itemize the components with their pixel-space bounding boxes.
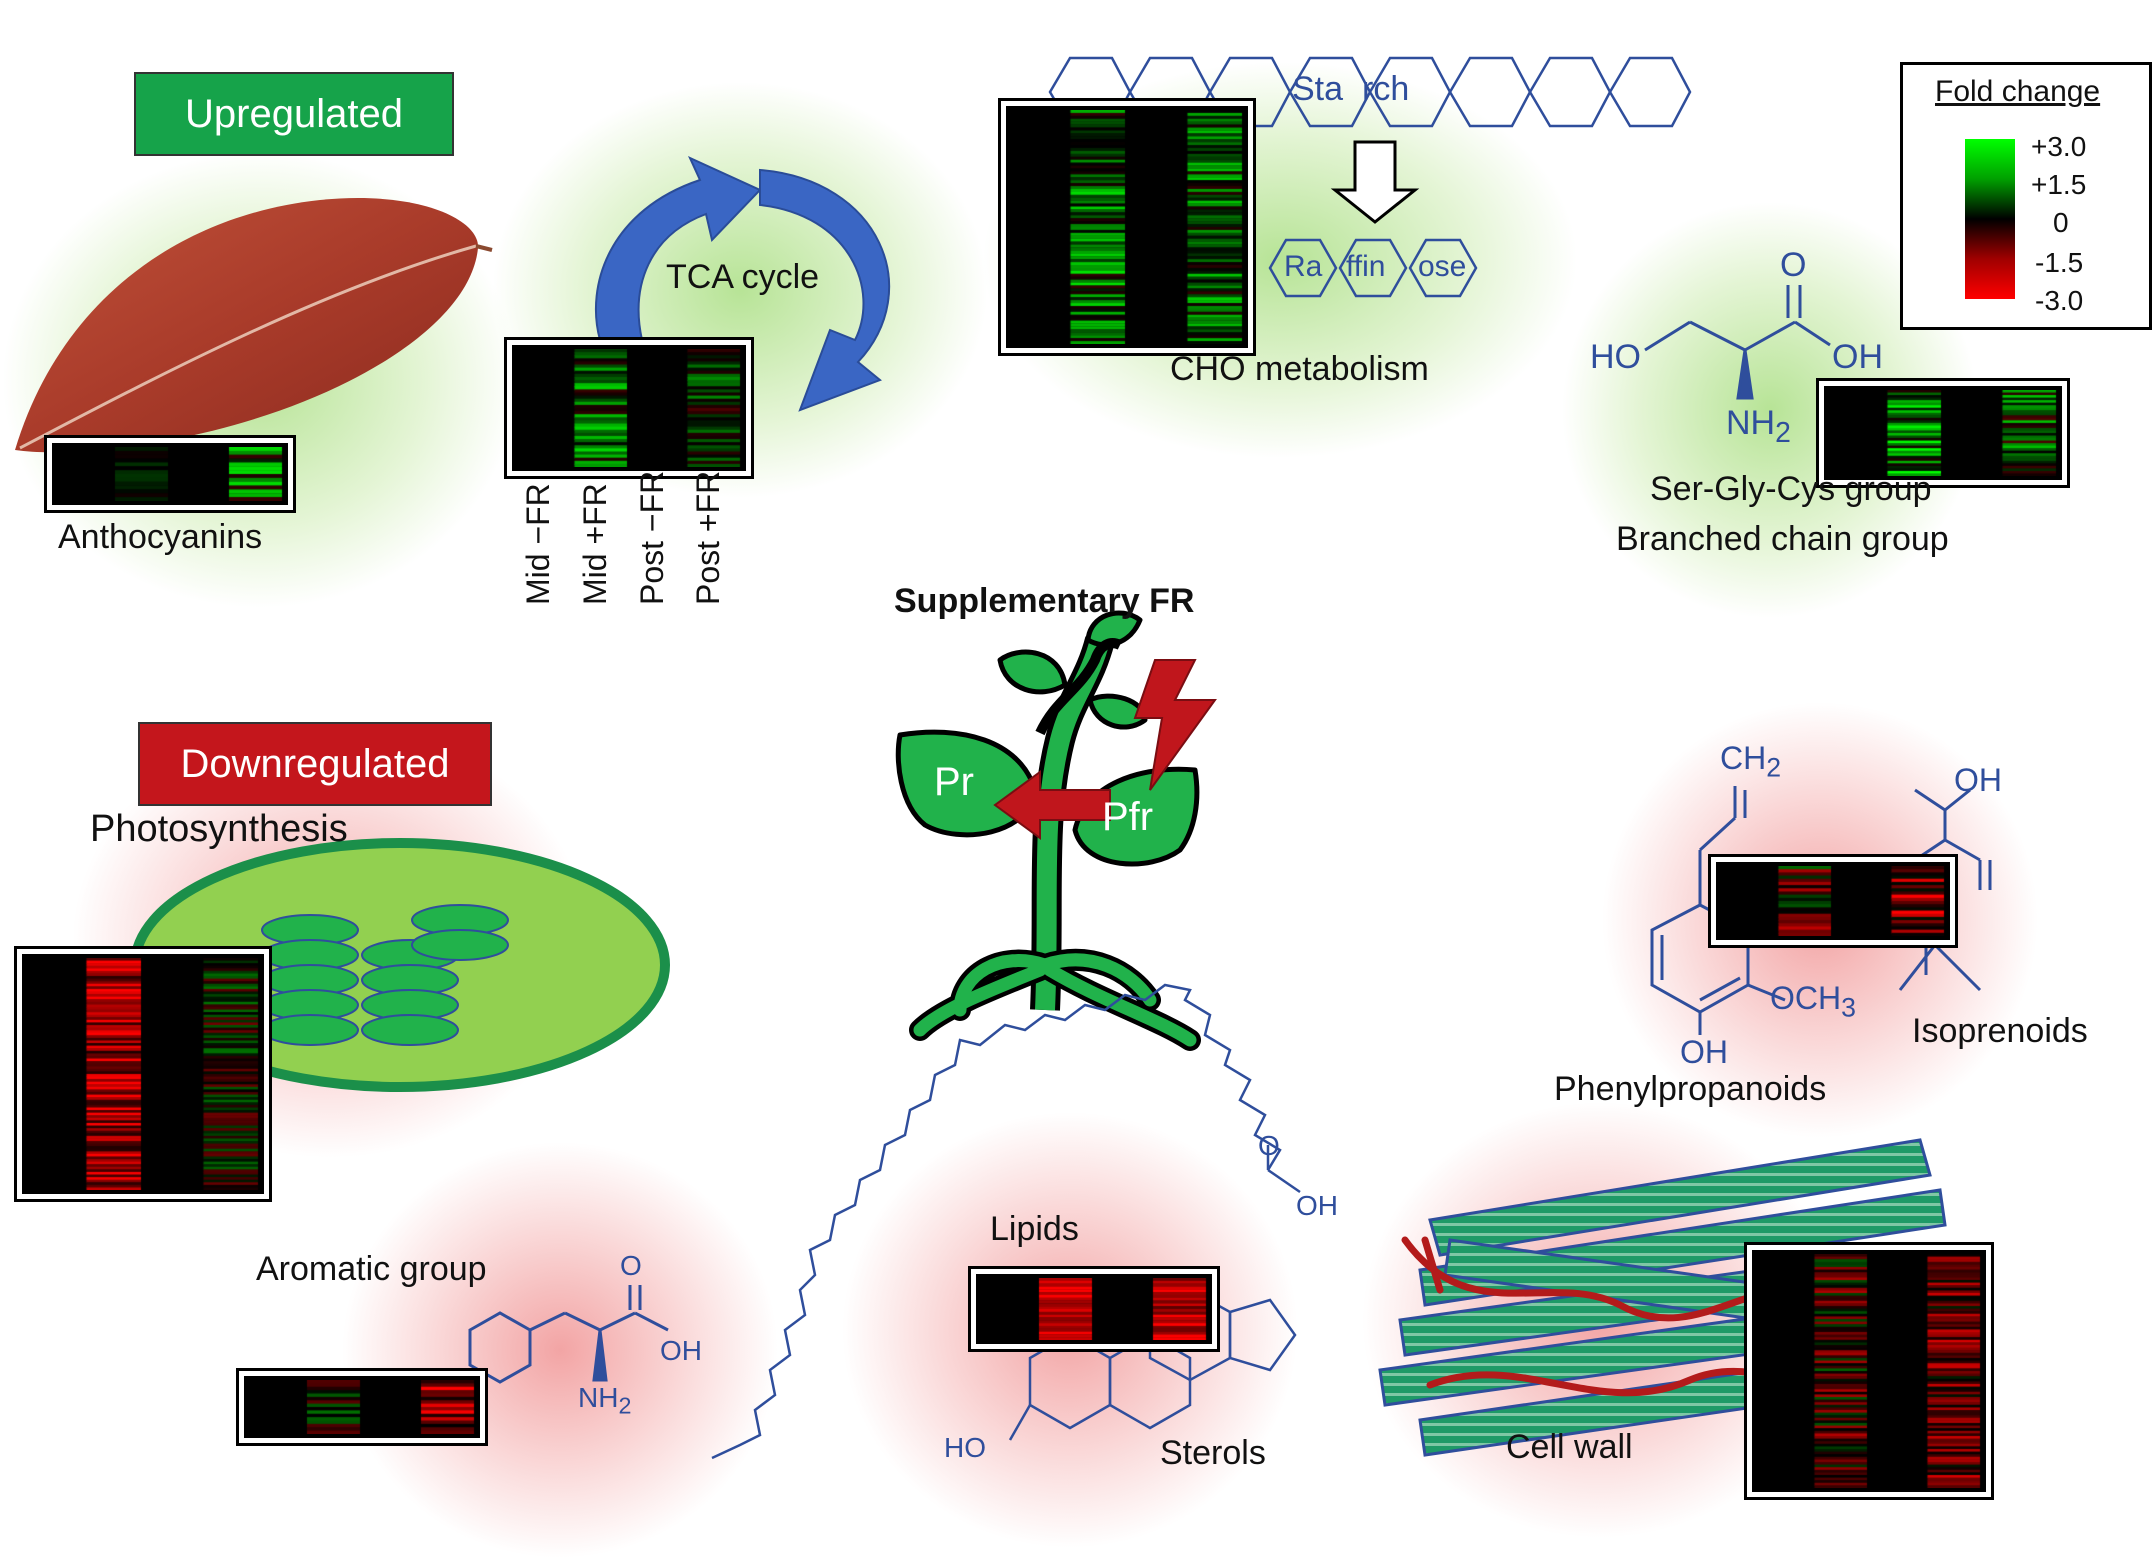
column-label: Post +FR — [690, 470, 726, 605]
chem-subscript: 3 — [1841, 992, 1856, 1023]
starch-text-2: rch — [1362, 70, 1410, 108]
heatmap-canvas — [980, 1278, 1208, 1340]
serine-structure — [1644, 285, 1831, 400]
chem-nh-text: NH — [578, 1382, 619, 1413]
label-cho: CHO metabolism — [1170, 350, 1429, 388]
tca-cycle-arrows — [594, 155, 891, 412]
heatmap-canvas — [1828, 390, 2058, 476]
upregulated-badge: Upregulated — [134, 72, 454, 156]
light-bolt-icon — [1133, 659, 1217, 791]
heatmap-anthocyanins — [52, 443, 288, 505]
heatmap-aromatic — [244, 1376, 480, 1438]
downregulated-badge: Downregulated — [138, 722, 492, 806]
label-tca: TCA cycle — [666, 258, 820, 296]
legend-colorbar — [1965, 139, 2015, 299]
chem-o-aromatic: O — [620, 1250, 642, 1281]
glow-aromatic — [340, 1140, 780, 1560]
label-pr: Pr — [934, 760, 974, 804]
label-cellwall: Cell wall — [1506, 1428, 1633, 1466]
chem-subscript: 2 — [618, 1392, 632, 1419]
label-anthocyanins: Anthocyanins — [58, 518, 263, 556]
label-isoprenoids: Isoprenoids — [1912, 1012, 2088, 1050]
column-label: Mid +FR — [577, 483, 613, 605]
heatmap-canvas — [516, 349, 742, 467]
chem-oh-iso: OH — [1954, 762, 2002, 798]
heatmap-photosynthesis — [22, 954, 264, 1194]
chem-o: O — [1780, 246, 1807, 284]
chem-nh-text: NH — [1726, 404, 1776, 442]
fold-change-legend: Fold change +3.0 +1.5 0 -1.5 -3.0 — [1900, 62, 2152, 330]
chem-och3: OCH3 — [1770, 980, 1856, 1023]
lipid-structure — [711, 983, 1301, 1460]
legend-tick: -3.0 — [2035, 285, 2084, 316]
raffinose-text-2: ffin — [1346, 250, 1386, 283]
chem-ho: HO — [1590, 338, 1641, 376]
chem-oh: OH — [1832, 338, 1883, 376]
label-photosynthesis: Photosynthesis — [90, 808, 348, 850]
chem-oh-phenyl: OH — [1680, 1034, 1728, 1070]
chem-och-text: OCH — [1770, 980, 1842, 1016]
heatmap-canvas — [1756, 1254, 1982, 1488]
isoprenoid-structure — [1898, 788, 1992, 992]
label-ser-gly: Ser-Gly-Cys group — [1650, 470, 1932, 508]
label-pfr: Pfr — [1102, 795, 1154, 839]
label-phenylpropanoids: Phenylpropanoids — [1554, 1070, 1827, 1108]
heatmap-cellwall — [1752, 1250, 1986, 1492]
raffinose-text-3: ose — [1418, 250, 1467, 283]
chem-subscript: 2 — [1775, 416, 1791, 449]
legend-tick: -1.5 — [2035, 247, 2084, 278]
heatmap-canvas — [248, 1380, 476, 1434]
label-supplementary-fr: Supplementary FR — [894, 582, 1195, 620]
conversion-red-arrow-icon — [993, 770, 1111, 840]
legend-title: Fold change — [1935, 75, 2101, 108]
heatmap-cho — [1006, 106, 1248, 348]
chem-nh2: NH2 — [1726, 404, 1791, 450]
leaf-image — [15, 198, 493, 453]
heatmap-canvas — [56, 447, 284, 501]
chem-oh-aromatic: OH — [660, 1335, 702, 1366]
heatmap-tca — [512, 345, 746, 471]
chem-nh2-aromatic: NH2 — [578, 1382, 631, 1420]
conversion-arrow-icon — [1330, 140, 1420, 224]
raffinose-chain — [1268, 238, 1478, 298]
heatmap-canvas — [1720, 866, 1946, 936]
raffinose-text-1: Ra — [1284, 250, 1323, 283]
heatmap-phenylpropanoids — [1716, 862, 1950, 940]
label-lipids: Lipids — [990, 1210, 1079, 1248]
column-label: Post −FR — [634, 470, 670, 605]
chem-ho-sterol: HO — [944, 1432, 986, 1463]
label-sterols: Sterols — [1160, 1434, 1266, 1472]
chem-ch2: CH2 — [1720, 740, 1781, 783]
heatmap-lipids — [976, 1274, 1212, 1344]
chem-o-lipid: O — [1258, 1130, 1280, 1161]
heatmap-canvas — [1010, 110, 1244, 344]
chloroplast-image — [130, 838, 670, 1092]
heatmap-canvas — [26, 958, 260, 1190]
chem-ch-text: CH — [1720, 740, 1767, 776]
legend-tick: +3.0 — [2031, 131, 2087, 162]
legend-tick: 0 — [2053, 207, 2069, 238]
column-label: Mid −FR — [520, 483, 556, 605]
heatmap-aminoacids — [1824, 386, 2062, 480]
starch-chain — [1048, 56, 1692, 128]
label-aromatic: Aromatic group — [256, 1250, 487, 1288]
aromatic-structure — [468, 1285, 669, 1384]
chem-oh-lipid: OH — [1296, 1190, 1338, 1221]
legend-tick: +1.5 — [2031, 169, 2087, 200]
label-branched: Branched chain group — [1616, 520, 1949, 558]
starch-text-1: Sta — [1292, 70, 1344, 108]
chem-subscript: 2 — [1766, 752, 1782, 783]
